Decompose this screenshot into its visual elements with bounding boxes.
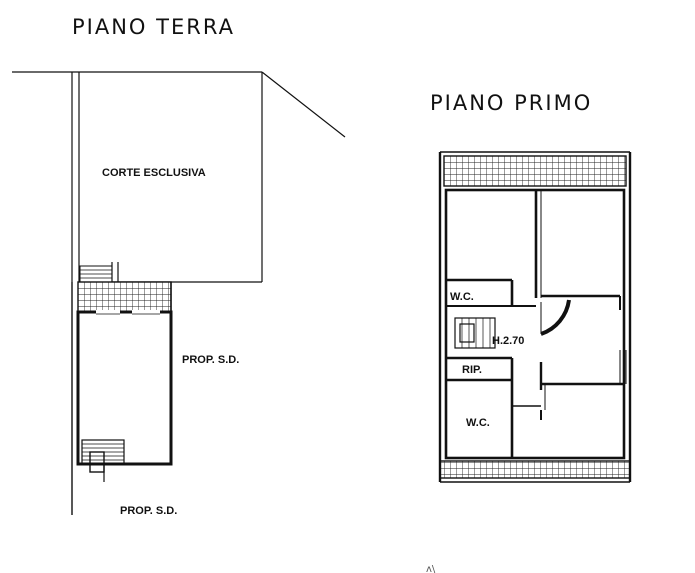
bottom-balcony-hatch — [439, 460, 631, 479]
courtyard-label: CORTE ESCLUSIVA — [102, 167, 206, 179]
stray-mark: ʌ\ — [426, 564, 436, 573]
first-floor-title: PIANO PRIMO — [430, 91, 592, 115]
bottom-property-label: PROP. S.D. — [120, 505, 177, 517]
ground-floor-title: PIANO TERRA — [72, 15, 235, 39]
storage-label: RIP. — [462, 364, 482, 376]
side-property-label: PROP. S.D. — [182, 354, 239, 366]
top-balcony-hatch — [443, 155, 627, 187]
courtyard-area: CORTE ESCLUSIVA — [12, 71, 346, 283]
height-label: H.2.70 — [492, 335, 524, 347]
entrance-steps — [79, 262, 119, 283]
ground-house-body — [76, 310, 173, 482]
ground-floor-plan: PIANO TERRA CORTE ESCLUSIVA — [12, 15, 346, 517]
wc-lower-label: W.C. — [466, 417, 490, 429]
first-floor-plan: PIANO PRIMO — [430, 91, 632, 483]
first-floor-walls — [438, 151, 632, 483]
first-floor-interior — [446, 190, 627, 458]
ground-stair — [81, 439, 125, 482]
ground-patio-hatch — [77, 281, 172, 313]
wc-upper-label: W.C. — [450, 291, 474, 303]
